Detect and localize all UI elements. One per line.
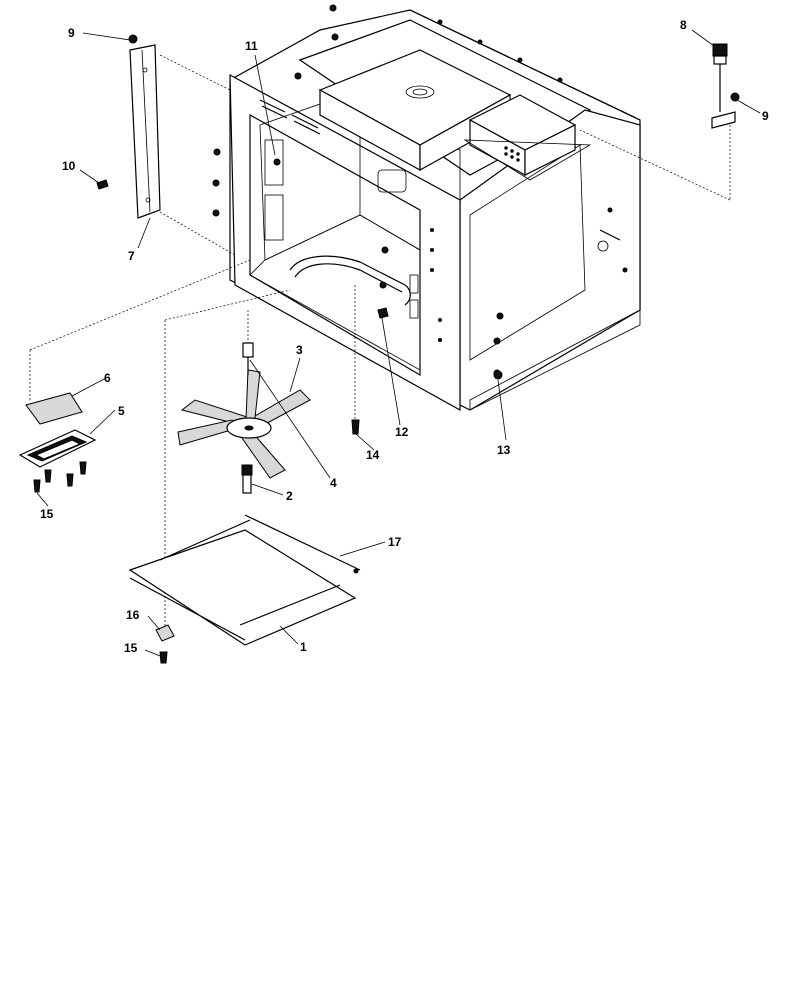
bracket-part-16	[155, 624, 175, 642]
fan-shaft-part-2	[241, 464, 253, 494]
leader-lines	[36, 29, 761, 657]
callout-10: 10	[62, 159, 76, 173]
temperature-probe-part-8	[579, 43, 736, 201]
light-lens-part-6	[25, 392, 83, 425]
callout-8: 8	[680, 18, 687, 32]
screw-part-10	[96, 179, 109, 190]
callout-7: 7	[128, 249, 135, 263]
callout-15-left: 15	[40, 507, 54, 521]
callout-12: 12	[395, 425, 409, 439]
screw-part-15-bottom	[159, 651, 168, 664]
light-housing-part-5	[18, 259, 251, 493]
callout-1: 1	[300, 640, 307, 654]
callout-14: 14	[366, 448, 380, 462]
screw-part-11	[273, 158, 281, 166]
callout-9-right: 9	[762, 109, 769, 123]
screw-part-13	[493, 370, 503, 380]
screw-part-9-right	[730, 92, 740, 102]
callout-15-bottom: 15	[124, 641, 138, 655]
callout-13: 13	[497, 443, 511, 457]
oven-cavity	[229, 9, 641, 412]
callout-11: 11	[245, 39, 258, 53]
callout-16: 16	[126, 608, 140, 622]
callout-2: 2	[286, 489, 293, 503]
callout-5: 5	[118, 404, 125, 418]
rack-guides-part-17	[129, 514, 361, 641]
callout-9-left: 9	[68, 26, 75, 40]
screw-part-12	[377, 307, 389, 319]
callout-4: 4	[330, 476, 337, 490]
screw-part-9-left	[128, 34, 138, 44]
screw-part-14	[351, 419, 360, 435]
callout-labels: 9 11 8 9 10 7 3 4 6 5 2 12 14 13 17 1 16…	[40, 18, 769, 655]
callout-3: 3	[296, 343, 303, 357]
convection-fan-part-3	[177, 369, 311, 479]
callout-17: 17	[388, 535, 402, 549]
trim-bracket-part-7	[129, 44, 236, 256]
callout-6: 6	[104, 371, 111, 385]
